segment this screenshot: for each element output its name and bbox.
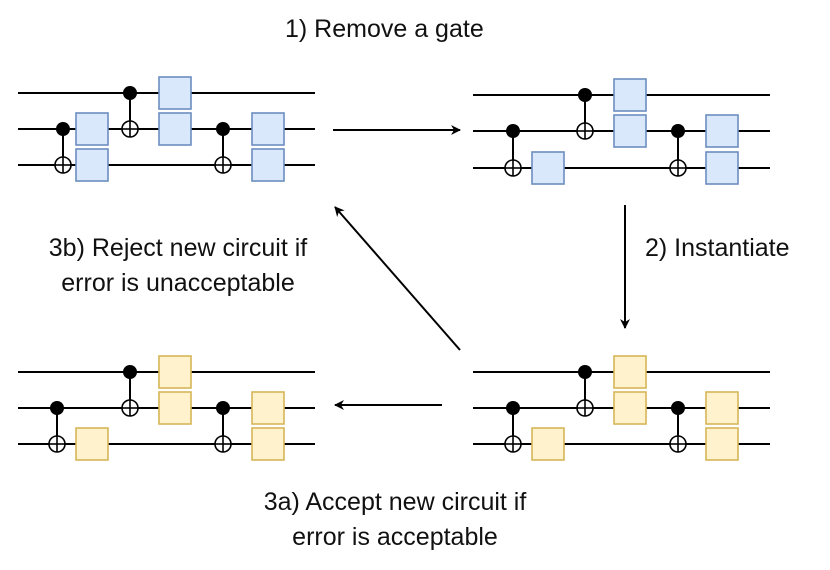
single-qubit-gate: [705, 151, 739, 185]
single-qubit-gate: [251, 391, 285, 425]
single-qubit-gate: [251, 427, 285, 461]
single-qubit-gate: [251, 112, 285, 146]
single-qubit-gate: [705, 391, 739, 425]
step-reject-label-line2: error is unacceptable: [61, 269, 295, 297]
step-accept-label-line1: 3a) Accept new circuit if: [263, 488, 527, 516]
control-dot: [56, 122, 70, 136]
control-dot: [123, 86, 137, 100]
control-dot: [506, 124, 520, 138]
single-qubit-gate: [531, 151, 565, 185]
single-qubit-gate: [75, 148, 109, 182]
single-qubit-gate: [251, 148, 285, 182]
single-qubit-gate: [613, 78, 647, 112]
step-accept-label-line2: error is acceptable: [292, 523, 498, 551]
cnot-gate: [54, 122, 72, 174]
circuit-gate-removed: [473, 78, 770, 185]
cnot-gate: [121, 365, 139, 417]
single-qubit-gate: [613, 391, 647, 425]
single-qubit-gate: [75, 427, 109, 461]
control-dot: [50, 401, 64, 415]
control-dot: [671, 124, 685, 138]
single-qubit-gate: [158, 112, 192, 146]
single-qubit-gate: [613, 114, 647, 148]
step-reject-label-line1: 3b) Reject new circuit if: [48, 234, 308, 262]
single-qubit-gate: [705, 114, 739, 148]
single-qubit-gate: [75, 112, 109, 146]
control-dot: [671, 401, 685, 415]
arrow-reject-back: [334, 206, 461, 351]
single-qubit-gate: [705, 427, 739, 461]
single-qubit-gate: [531, 427, 565, 461]
control-dot: [578, 88, 592, 102]
control-dot: [578, 365, 592, 379]
cnot-gate: [576, 88, 594, 140]
cnot-gate: [121, 86, 139, 138]
cnot-gate: [214, 401, 232, 453]
cnot-gate: [669, 124, 687, 177]
single-qubit-gate: [158, 76, 192, 110]
single-qubit-gate: [613, 355, 647, 389]
control-dot: [216, 401, 230, 415]
cnot-gate: [669, 401, 687, 453]
circuit-original: [18, 76, 315, 182]
step-instantiate-label: 2) Instantiate: [645, 234, 790, 262]
cnot-gate: [214, 122, 232, 174]
circuit-instantiated: [473, 355, 770, 461]
single-qubit-gate: [158, 391, 192, 425]
cnot-gate: [504, 401, 522, 453]
circuit-accepted: [18, 355, 315, 461]
step-remove-label: 1) Remove a gate: [285, 15, 484, 43]
cnot-gate: [48, 401, 66, 453]
single-qubit-gate: [158, 355, 192, 389]
control-dot: [123, 365, 137, 379]
cnot-gate: [504, 124, 522, 177]
cnot-gate: [576, 365, 594, 417]
control-dot: [216, 122, 230, 136]
control-dot: [506, 401, 520, 415]
